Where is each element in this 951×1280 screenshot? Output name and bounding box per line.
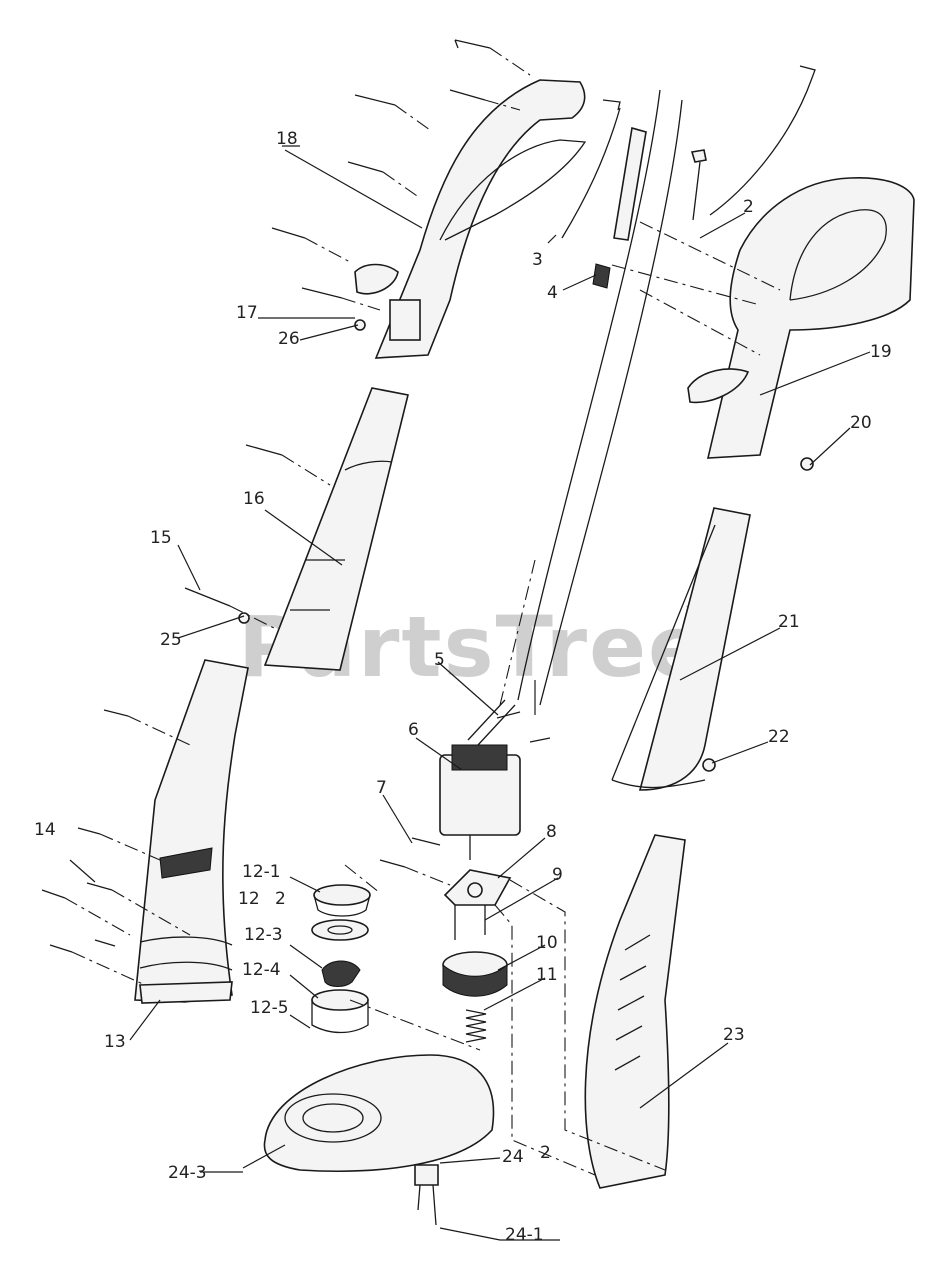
label-12-3: 12-3 <box>244 925 283 945</box>
label-18: 18 <box>276 129 298 149</box>
label-23: 23 <box>723 1025 745 1045</box>
label-17: 17 <box>236 303 258 323</box>
label-12-1: 12-1 <box>242 862 281 882</box>
fan-and-spring <box>442 951 508 1043</box>
label-12-5: 12-5 <box>250 998 289 1018</box>
label-22: 22 <box>768 727 790 747</box>
debris-guard <box>263 1054 495 1226</box>
label-20: 20 <box>850 413 872 433</box>
label-24-3: 24-3 <box>168 1163 207 1183</box>
screws <box>41 39 814 953</box>
label-11: 11 <box>536 965 558 985</box>
label-8: 8 <box>546 822 557 842</box>
label-12-4: 12-4 <box>242 960 281 980</box>
label-10: 10 <box>536 933 558 953</box>
label-5: 5 <box>434 650 445 670</box>
label-2-bearing: 2 <box>275 889 286 909</box>
bearing-group <box>311 884 371 1034</box>
lower-housing-left-half <box>134 659 249 1004</box>
label-2-top: 2 <box>743 197 754 217</box>
lower-housing-right-half <box>584 834 686 1189</box>
label-14: 14 <box>34 820 56 840</box>
label-25: 25 <box>160 630 182 650</box>
label-16: 16 <box>243 489 265 509</box>
main-shaft <box>517 89 683 715</box>
label-7: 7 <box>376 778 387 798</box>
label-12: 12 <box>238 889 260 909</box>
guard-cover-upper <box>611 507 751 791</box>
label-21: 21 <box>778 612 800 632</box>
upper-handle-left-half <box>354 79 587 359</box>
label-24-1: 24-1 <box>505 1225 544 1245</box>
label-19: 19 <box>870 342 892 362</box>
middle-housing-left-half <box>263 387 409 671</box>
label-15: 15 <box>150 528 172 548</box>
label-4: 4 <box>547 283 558 303</box>
assembly-axes <box>64 47 781 1176</box>
label-2-bottom: 2 <box>540 1143 551 1163</box>
part-labels: 18 17 26 3 4 2 19 20 16 15 25 21 5 6 22 … <box>34 129 892 1245</box>
motor-assembly <box>439 699 521 940</box>
label-13: 13 <box>104 1032 126 1052</box>
upper-handle-right-half <box>687 177 915 459</box>
label-3: 3 <box>532 250 543 270</box>
switch-assembly <box>561 65 816 289</box>
label-6: 6 <box>408 720 419 740</box>
leader-lines <box>69 145 871 1241</box>
label-26: 26 <box>278 329 300 349</box>
label-24: 24 <box>502 1147 524 1167</box>
label-9: 9 <box>552 865 563 885</box>
